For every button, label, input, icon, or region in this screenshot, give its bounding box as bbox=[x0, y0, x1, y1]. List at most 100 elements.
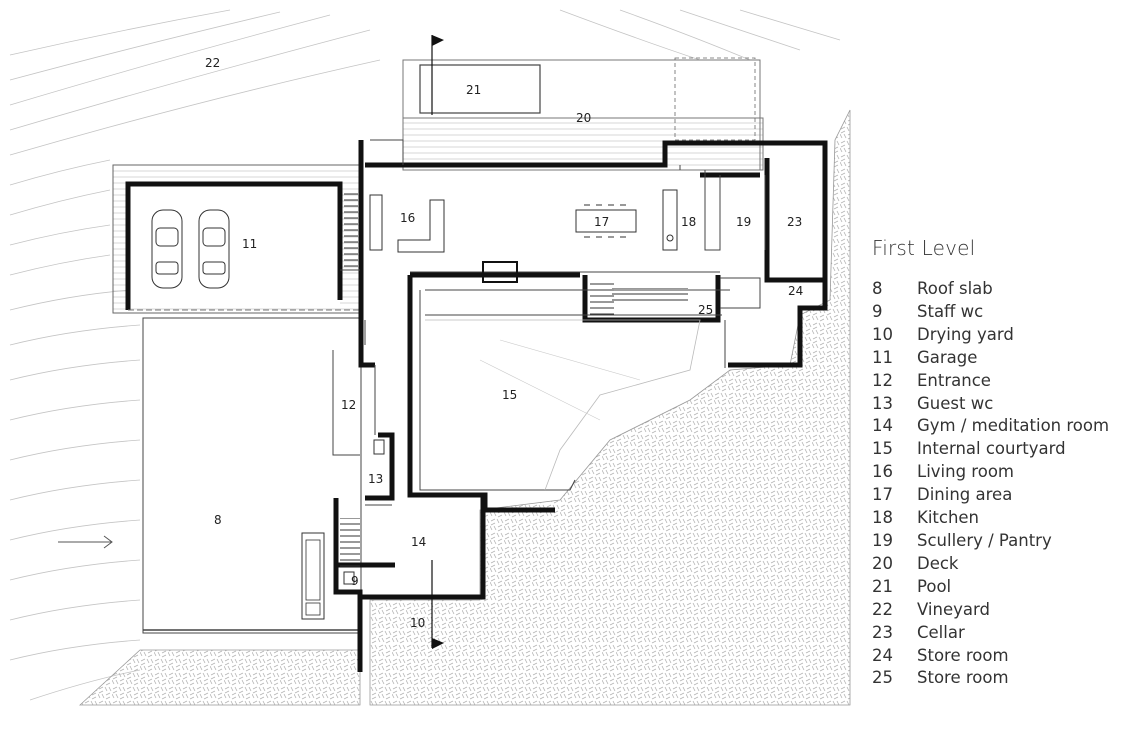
legend-title: First Level bbox=[872, 236, 976, 260]
label-entrance: 12 bbox=[341, 398, 356, 412]
legend-item-name: Dining area bbox=[917, 485, 1013, 505]
main-walls bbox=[333, 140, 828, 672]
label-internal-courtyard: 15 bbox=[502, 388, 517, 402]
dining-table bbox=[575, 204, 637, 238]
roof-slab bbox=[142, 317, 362, 634]
legend-list: 8 Roof slab 9 Staff wc 10 Drying yard 11 Garage… bbox=[872, 278, 1128, 690]
legend-item-name: Entrance bbox=[917, 370, 991, 390]
pool-deck-end bbox=[674, 57, 756, 141]
legend-item: 18 Kitchen bbox=[872, 507, 1128, 530]
legend-item-number: 18 bbox=[872, 508, 893, 528]
legend-item-number: 25 bbox=[872, 668, 893, 688]
legend-item: 20 Deck bbox=[872, 553, 1128, 576]
legend-item-name: Pool bbox=[917, 576, 952, 596]
skylight-base bbox=[305, 602, 321, 616]
legend-item: 23 Cellar bbox=[872, 622, 1128, 645]
wc-fixture-13 bbox=[373, 439, 385, 455]
paving-area bbox=[369, 109, 851, 706]
car-icon-2 bbox=[198, 209, 230, 289]
legend-item-number: 24 bbox=[872, 645, 893, 665]
legend-item-number: 17 bbox=[872, 485, 893, 505]
legend-item-number: 10 bbox=[872, 324, 893, 344]
legend-item-name: Kitchen bbox=[917, 508, 980, 528]
label-living-room: 16 bbox=[400, 211, 415, 225]
legend-item-number: 22 bbox=[872, 599, 893, 619]
legend-item-name: Staff wc bbox=[917, 301, 984, 321]
legend-item-name: Store room bbox=[917, 645, 1009, 665]
living-sofa bbox=[369, 194, 445, 253]
courtyard-slope bbox=[425, 319, 701, 491]
legend-item-name: Scullery / Pantry bbox=[917, 530, 1052, 550]
label-kitchen: 18 bbox=[681, 215, 696, 229]
label-garage: 11 bbox=[242, 237, 257, 251]
stair-entry bbox=[340, 518, 360, 568]
pool bbox=[419, 64, 541, 114]
legend-item-name: Deck bbox=[917, 553, 959, 573]
flag-icon-north bbox=[431, 35, 444, 115]
legend-item-number: 19 bbox=[872, 530, 893, 550]
legend-item-name: Garage bbox=[917, 347, 978, 367]
vineyard-contours bbox=[9, 9, 841, 701]
legend-item: 14 Gym / meditation room bbox=[872, 415, 1128, 438]
paving-strip-left bbox=[78, 649, 361, 706]
legend-item-name: Internal courtyard bbox=[917, 439, 1066, 459]
legend-item: 15 Internal courtyard bbox=[872, 438, 1128, 461]
deck-edge bbox=[402, 59, 761, 170]
legend-item-number: 9 bbox=[872, 301, 883, 321]
courtyard-contour bbox=[479, 339, 641, 421]
legend-item: 12 Entrance bbox=[872, 370, 1128, 393]
label-roof-slab: 8 bbox=[214, 513, 222, 527]
fireplace bbox=[482, 261, 518, 283]
label-gym: 14 bbox=[411, 535, 426, 549]
legend-item: 10 Drying yard bbox=[872, 324, 1128, 347]
label-deck: 20 bbox=[576, 111, 591, 125]
legend-item: 13 Guest wc bbox=[872, 393, 1128, 416]
legend-item-name: Drying yard bbox=[917, 324, 1014, 344]
legend-item-name: Store room bbox=[917, 668, 1009, 688]
legend-item-number: 15 bbox=[872, 439, 893, 459]
legend-item: 21 Pool bbox=[872, 576, 1128, 599]
flag-icon-south bbox=[431, 560, 444, 649]
legend-item-number: 23 bbox=[872, 622, 893, 642]
label-cellar: 23 bbox=[787, 215, 802, 229]
legend-item: 9 Staff wc bbox=[872, 301, 1128, 324]
label-store-room-25: 25 bbox=[698, 303, 713, 317]
skylight-inner bbox=[305, 539, 321, 601]
legend-item: 17 Dining area bbox=[872, 484, 1128, 507]
wc-fixture-9 bbox=[343, 571, 355, 585]
stair-store-2 bbox=[590, 282, 614, 316]
label-drying-yard: 10 bbox=[410, 616, 425, 630]
label-staff-wc: 9 bbox=[351, 574, 359, 588]
legend-item-number: 16 bbox=[872, 462, 893, 482]
legend-item-number: 21 bbox=[872, 576, 893, 596]
legend-item: 8 Roof slab bbox=[872, 278, 1128, 301]
skylight bbox=[301, 532, 325, 620]
legend-item: 11 Garage bbox=[872, 347, 1128, 370]
legend-item-number: 14 bbox=[872, 416, 893, 436]
entry-arrow-icon bbox=[58, 535, 113, 549]
stair-garage bbox=[344, 190, 358, 270]
legend-item-name: Guest wc bbox=[917, 393, 994, 413]
label-scullery: 19 bbox=[736, 215, 751, 229]
garage-floor bbox=[128, 186, 340, 308]
legend-item-number: 13 bbox=[872, 393, 893, 413]
legend-item-name: Gym / meditation room bbox=[917, 416, 1110, 436]
legend-item-number: 11 bbox=[872, 347, 893, 367]
label-vineyard: 22 bbox=[205, 56, 220, 70]
stair-store bbox=[612, 288, 688, 302]
kitchen-island bbox=[662, 189, 678, 251]
legend-item-number: 12 bbox=[872, 370, 893, 390]
legend-item-number: 20 bbox=[872, 553, 893, 573]
legend-item-name: Roof slab bbox=[917, 279, 993, 298]
label-dining-area: 17 bbox=[594, 215, 609, 229]
car-icon-1 bbox=[151, 209, 183, 289]
legend-item: 19 Scullery / Pantry bbox=[872, 530, 1128, 553]
label-guest-wc: 13 bbox=[368, 472, 383, 486]
legend-item: 24 Store room bbox=[872, 645, 1128, 668]
label-pool: 21 bbox=[466, 83, 481, 97]
label-store-room-24: 24 bbox=[788, 284, 803, 298]
legend-item-number: 8 bbox=[872, 279, 883, 298]
legend-item-name: Cellar bbox=[917, 622, 965, 642]
